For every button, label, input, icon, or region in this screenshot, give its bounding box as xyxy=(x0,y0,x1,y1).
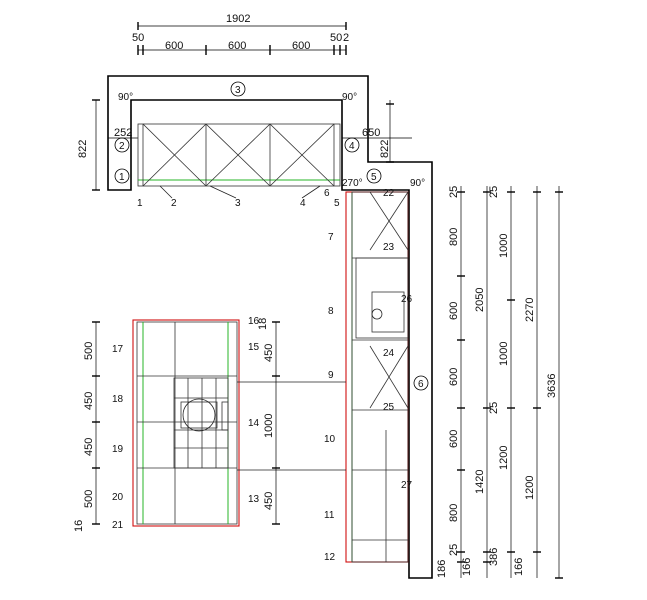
col2-2050: 2050 xyxy=(474,288,486,312)
top-unit-labels: 1 2 3 4 5 6 xyxy=(137,188,340,209)
left-wall-dimension: 822 252 xyxy=(77,99,138,191)
seg-600-a: 600 xyxy=(165,40,183,52)
right-wall-dimension: 650 822 xyxy=(342,100,412,163)
room-wall-outline xyxy=(107,75,433,579)
right-run-11: 11 xyxy=(324,510,335,521)
right-run-9: 9 xyxy=(328,370,334,381)
top-unit-3: 3 xyxy=(235,198,241,209)
right-run-7: 7 xyxy=(328,232,334,243)
island-label-15: 15 xyxy=(248,342,260,353)
wall-numbers: 3 2 1 4 5 6 xyxy=(114,81,429,391)
island-dim-450-top: 450 xyxy=(263,344,275,362)
island-dim-16: 16 xyxy=(73,520,85,532)
top-cabinet-run xyxy=(137,123,341,199)
right-run-codes: 22 23 26 24 25 27 xyxy=(383,188,413,491)
island-dim-450-bottom: 450 xyxy=(263,492,275,510)
seg-600-c: 600 xyxy=(292,40,310,52)
col3-1200-b: 1200 xyxy=(524,476,536,500)
total-width-label: 1902 xyxy=(226,13,250,25)
col1-600-a: 600 xyxy=(448,302,460,320)
col1-166: 166 xyxy=(461,558,473,576)
island-dim-18: 18 xyxy=(257,318,269,330)
wall-label-1: 1 xyxy=(119,172,125,183)
island-dim-450-b: 450 xyxy=(83,438,95,456)
col3-1200-a: 1200 xyxy=(498,446,510,470)
angle-top-left: 90° xyxy=(118,92,133,103)
right-650-label: 650 xyxy=(362,127,380,139)
code-27: 27 xyxy=(401,480,413,491)
col2-386: 386 xyxy=(488,548,500,566)
code-25: 25 xyxy=(383,402,395,413)
dim-column-3: 1000 1000 1200 1200 xyxy=(498,186,536,578)
code-24: 24 xyxy=(383,348,395,359)
top-dimension-segments: 50 600 600 600 50 2 xyxy=(132,32,349,55)
wall-label-2: 2 xyxy=(119,141,125,152)
right-cabinet-run xyxy=(345,191,409,563)
left-252-label: 252 xyxy=(114,127,132,139)
island xyxy=(132,319,346,527)
col4-2270: 2270 xyxy=(524,298,536,322)
angle-top-right: 90° xyxy=(342,92,357,103)
col2-25-mid: 25 xyxy=(488,402,500,414)
right-822-label: 822 xyxy=(379,140,391,158)
right-run-labels: 7 8 9 10 11 12 xyxy=(324,232,336,563)
right-run-10: 10 xyxy=(324,434,336,445)
island-left-dimension: 500 450 450 500 16 xyxy=(73,321,100,532)
seg-50-left: 50 xyxy=(132,32,144,44)
wall-label-3: 3 xyxy=(235,85,241,96)
island-label-16: 16 xyxy=(248,316,260,327)
island-label-21: 21 xyxy=(112,520,124,531)
island-label-14: 14 xyxy=(248,418,260,429)
code-22: 22 xyxy=(383,188,395,199)
col1-25-top: 25 xyxy=(448,186,460,198)
island-label-17: 17 xyxy=(112,344,124,355)
island-dim-1000: 1000 xyxy=(263,414,275,438)
wall-label-6: 6 xyxy=(418,379,424,390)
col2-166: 166 xyxy=(513,558,525,576)
right-run-12: 12 xyxy=(324,552,336,563)
col2-25-top: 25 xyxy=(488,186,500,198)
code-26: 26 xyxy=(401,294,413,305)
seg-2: 2 xyxy=(343,32,349,44)
island-label-13: 13 xyxy=(248,494,260,505)
island-label-20: 20 xyxy=(112,492,124,503)
col1-800-bottom: 800 xyxy=(448,504,460,522)
left-822-label: 822 xyxy=(77,140,89,158)
angle-corner: 270° xyxy=(342,178,363,189)
top-unit-2: 2 xyxy=(171,198,177,209)
col1-600-b: 600 xyxy=(448,368,460,386)
island-label-18: 18 xyxy=(112,394,124,405)
top-unit-5: 5 xyxy=(334,198,340,209)
top-unit-6: 6 xyxy=(324,188,330,199)
right-run-8: 8 xyxy=(328,306,334,317)
col1-186: 186 xyxy=(436,560,448,578)
island-dim-500-b: 500 xyxy=(83,490,95,508)
island-label-19: 19 xyxy=(112,444,124,455)
island-right-dimension: 18 450 1000 450 xyxy=(257,318,280,525)
dim-column-2: 25 2050 25 1420 386 166 xyxy=(474,186,525,578)
seg-50-right: 50 xyxy=(330,32,342,44)
col1-25-bottom: 25 xyxy=(448,544,460,556)
island-left-labels: 17 18 19 20 21 xyxy=(112,344,124,531)
col2-1420: 1420 xyxy=(474,470,486,494)
wall-label-5: 5 xyxy=(371,172,377,183)
col4-3636: 3636 xyxy=(546,374,558,398)
seg-600-b: 600 xyxy=(228,40,246,52)
angle-right: 90° xyxy=(410,178,425,189)
code-23: 23 xyxy=(383,242,395,253)
island-right-labels: 16 15 14 13 xyxy=(248,316,260,505)
col1-600-c: 600 xyxy=(448,430,460,448)
wall-label-4: 4 xyxy=(349,141,355,152)
top-unit-1: 1 xyxy=(137,198,143,209)
col3-1000-a: 1000 xyxy=(498,234,510,258)
island-dim-450-a: 450 xyxy=(83,392,95,410)
dim-column-4: 2270 3636 xyxy=(524,186,563,579)
col1-800-top: 800 xyxy=(448,228,460,246)
island-dim-500-a: 500 xyxy=(83,342,95,360)
top-dimension-total: 1902 xyxy=(137,13,347,30)
col3-1000-b: 1000 xyxy=(498,342,510,366)
dim-column-1: 25 800 600 600 600 800 186 25 166 xyxy=(436,186,473,578)
top-unit-4: 4 xyxy=(300,198,306,209)
